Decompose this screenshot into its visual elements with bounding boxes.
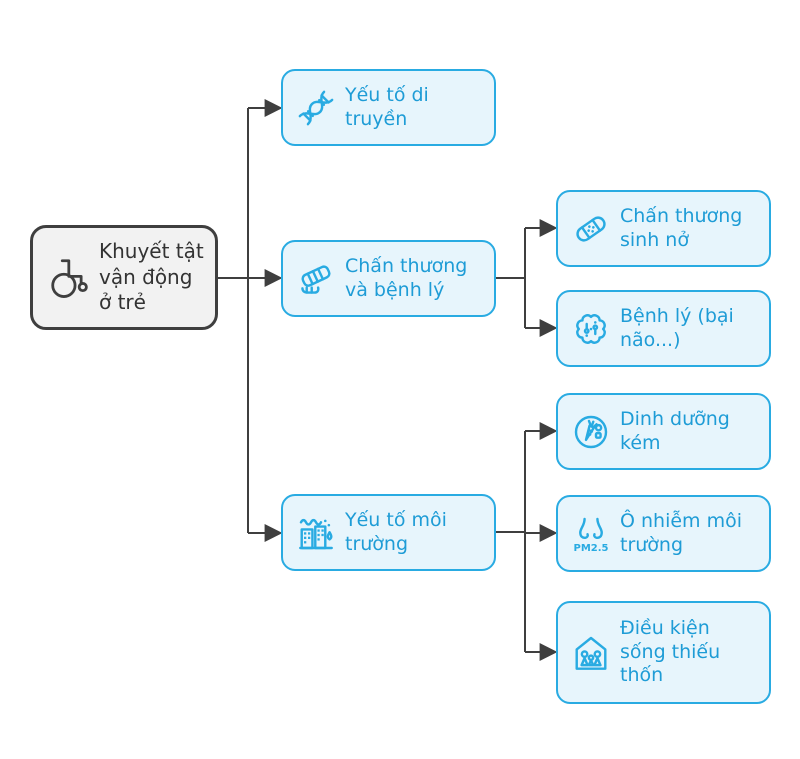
node-label: Bệnh lý (bại não...): [620, 304, 734, 351]
node-pathology-cerebral-palsy[interactable]: Bệnh lý (bại não...): [556, 290, 771, 367]
bandage-icon: [570, 209, 612, 249]
house-family-icon: [570, 633, 612, 673]
node-poor-nutrition[interactable]: Dinh dưỡng kém: [556, 393, 771, 470]
polluted-city-icon: [295, 513, 337, 553]
node-label: Dinh dưỡng kém: [620, 407, 730, 454]
node-root-motor-disability[interactable]: Khuyết tật vận động ở trẻ: [30, 225, 218, 330]
node-label: Yếu tố môi trường: [345, 508, 447, 555]
node-genetic-factors[interactable]: Yếu tố di truyền: [281, 69, 496, 146]
node-label: Yếu tố di truyền: [345, 83, 429, 130]
node-label: Khuyết tật vận động ở trẻ: [99, 239, 204, 315]
node-environmental-pollution[interactable]: PM2.5 Ô nhiễm môi trường: [556, 495, 771, 572]
nutrition-icon: [570, 412, 612, 452]
pm25-label: PM2.5: [574, 543, 609, 554]
node-trauma-and-pathology[interactable]: Chấn thương và bệnh lý: [281, 240, 496, 317]
brain-icon: [570, 309, 612, 349]
node-label: Chấn thương sinh nở: [620, 204, 743, 251]
node-poor-living-conditions[interactable]: Điều kiện sống thiếu thốn: [556, 601, 771, 704]
injured-limb-icon: [295, 259, 337, 299]
node-label: Chấn thương và bệnh lý: [345, 254, 468, 301]
node-label: Điều kiện sống thiếu thốn: [620, 616, 721, 687]
dna-icon: [295, 88, 337, 128]
nose-pm25-icon: PM2.5: [570, 514, 612, 554]
wheelchair-icon: [45, 255, 91, 301]
node-environmental-factors[interactable]: Yếu tố môi trường: [281, 494, 496, 571]
node-label: Ô nhiễm môi trường: [620, 509, 743, 556]
node-birth-trauma[interactable]: Chấn thương sinh nở: [556, 190, 771, 267]
